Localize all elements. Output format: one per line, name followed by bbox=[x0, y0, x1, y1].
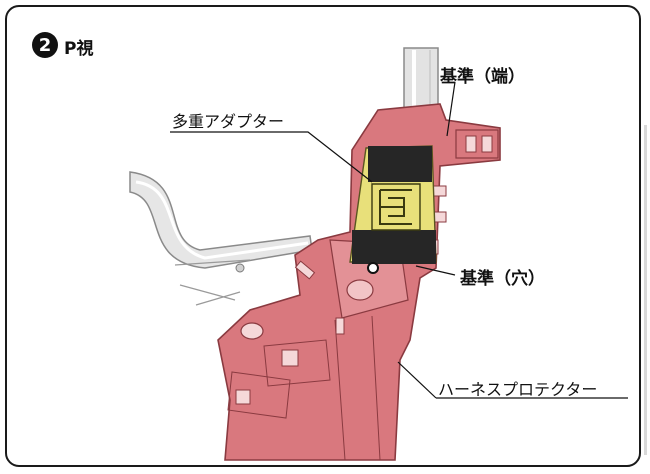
step-number-badge: 2 bbox=[32, 32, 58, 58]
page-edge-shadow bbox=[644, 125, 647, 455]
multi-adapter bbox=[349, 145, 437, 264]
callout-harness-protector: ハーネスプロテクター bbox=[438, 380, 598, 399]
callout-multi-adapter: 多重アダプター bbox=[172, 112, 285, 131]
view-label: P視 bbox=[64, 39, 94, 59]
leader-lines bbox=[170, 81, 628, 399]
harness-protector-bracket bbox=[217, 103, 501, 461]
horizontal-pipe bbox=[129, 171, 313, 306]
callout-reference-hole: 基準（穴） bbox=[460, 269, 545, 289]
callout-reference-end: 基準（端） bbox=[440, 67, 525, 87]
reference-hole-marker bbox=[367, 262, 379, 274]
